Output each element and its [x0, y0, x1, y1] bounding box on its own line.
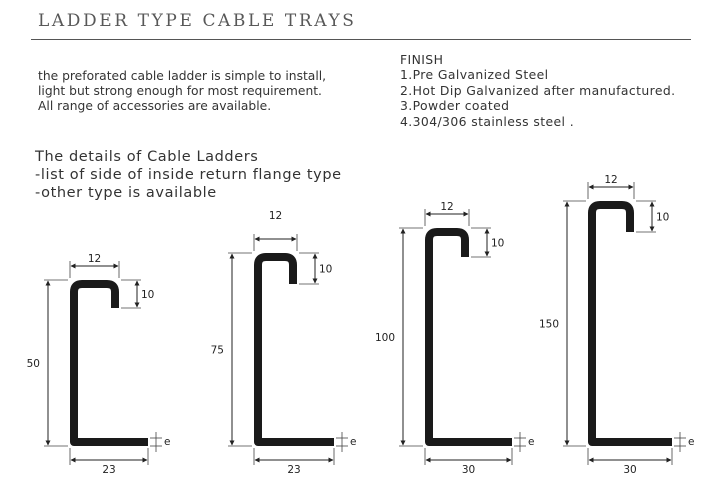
finish-item: 1.Pre Galvanized Steel: [400, 67, 549, 83]
finish-item: 2.Hot Dip Galvanized after manufactured.: [400, 82, 676, 98]
lip-label: 10: [141, 289, 154, 301]
finish-item: 4.304/306 stainless steel .: [400, 113, 575, 129]
page-title: LADDER TYPE CABLE TRAYS: [38, 11, 357, 31]
intro-line: the preforated cable ladder is simple to…: [38, 69, 327, 83]
profile-150: 150 12 10 30 e: [539, 174, 695, 476]
intro-line: light but strong enough for most require…: [38, 84, 322, 98]
thickness-label: e: [688, 436, 694, 448]
intro-paragraph: the preforated cable ladder is simple to…: [38, 69, 378, 114]
profile-75: 75 12 10 23 e: [211, 210, 357, 476]
height-label: 50: [27, 358, 40, 370]
thickness-label: e: [164, 436, 170, 448]
ladder-profile-shape: [588, 201, 672, 446]
height-label: 150: [539, 319, 559, 331]
lip-label: 10: [656, 212, 669, 224]
width-label: 12: [604, 174, 617, 186]
details-heading: The details of Cable Ladders: [35, 149, 259, 165]
width-label: 12: [269, 210, 282, 222]
height-label: 75: [211, 345, 224, 357]
width-label: 12: [88, 253, 101, 265]
profile-50: 50 12 10 23 e: [27, 253, 171, 476]
base-label: 23: [102, 464, 115, 476]
ladder-profile-shape: [254, 253, 334, 446]
finish-list: FINISH 1.Pre Galvanized Steel 2.Hot Dip …: [400, 52, 675, 129]
lip-label: 10: [319, 264, 332, 276]
details-item: -other type is available: [35, 185, 217, 201]
lip-label: 10: [491, 238, 504, 250]
base-label: 23: [287, 464, 300, 476]
profile-100: 100 12 10 30 e: [375, 201, 535, 476]
profiles-layer: 50 12 10 23 e 75 12 10 23 e 100 12 10 30 e 150 12 10 30 e: [27, 174, 695, 476]
ladder-profile-shape: [425, 228, 512, 446]
intro-line: All range of accessories are available.: [38, 99, 272, 113]
base-label: 30: [462, 464, 475, 476]
ladder-profile-shape: [70, 280, 148, 446]
thickness-label: e: [528, 436, 534, 448]
width-label: 12: [440, 201, 453, 213]
base-label: 30: [623, 464, 636, 476]
height-label: 100: [375, 332, 395, 344]
title-divider: [31, 39, 691, 40]
details-item: -list of side of inside return flange ty…: [35, 167, 342, 183]
details-section: The details of Cable Ladders -list of si…: [35, 148, 342, 202]
thickness-label: e: [350, 436, 356, 448]
finish-item: 3.Powder coated: [400, 98, 510, 114]
finish-heading: FINISH: [400, 52, 444, 67]
